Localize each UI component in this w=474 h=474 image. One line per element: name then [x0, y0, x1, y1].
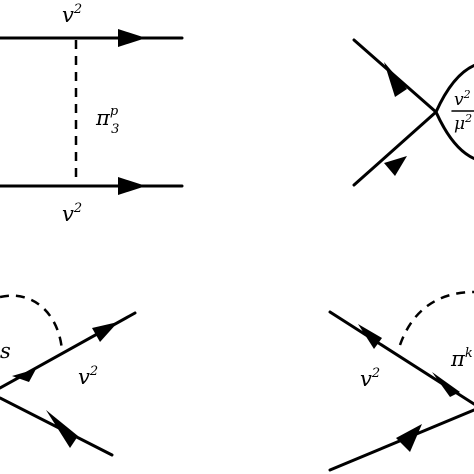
label-top-v: v2	[62, 2, 82, 27]
arrow-top	[118, 29, 146, 47]
arrow-bottom	[118, 177, 146, 195]
propagator-arc	[398, 290, 474, 346]
arrow-upper-b	[92, 322, 118, 342]
propagator-arc	[0, 294, 64, 351]
label-v2: v2	[360, 366, 380, 391]
diagram-top-right: v2 μ2	[352, 38, 474, 187]
arrow-upper-a	[12, 369, 36, 382]
arrow-lower	[46, 410, 78, 448]
label-bottom-v: v2	[62, 201, 82, 226]
label-pik-partial: πk	[450, 346, 473, 371]
label-frac-num: v2	[454, 88, 471, 110]
fermion-line-lower	[0, 396, 114, 457]
arrow-in-upper	[384, 62, 407, 97]
arrow-upper-b	[432, 372, 460, 397]
diagram-bottom-left: s v2	[0, 294, 137, 457]
label-s-partial: s	[0, 339, 11, 363]
label-v2: v2	[78, 364, 98, 389]
arrow-upper	[358, 324, 382, 349]
diagram-bottom-right: v2 πk	[328, 290, 474, 472]
fermion-line-in-lower	[352, 110, 438, 187]
label-frac-den: μ2	[454, 112, 472, 134]
arrow-lower	[396, 424, 422, 452]
bubble-loop	[434, 63, 474, 161]
arrow-in-lower	[384, 156, 407, 176]
